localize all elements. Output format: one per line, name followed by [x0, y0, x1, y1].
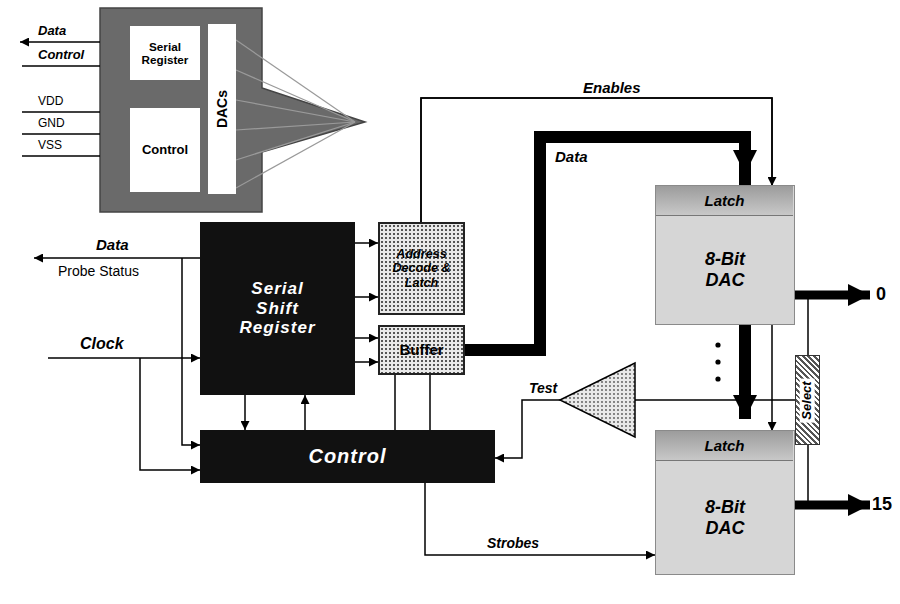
connector — [421, 98, 772, 431]
node-text: Control — [142, 143, 188, 158]
connector — [244, 395, 246, 430]
connector — [355, 242, 378, 244]
node-text: Select — [800, 378, 815, 422]
connector — [421, 98, 772, 222]
dac-box: 8-Bit DAC Latch — [655, 430, 795, 575]
probe-chip-outline — [100, 8, 365, 212]
chip-pin-lines — [20, 42, 100, 156]
signal-label: Data — [96, 236, 129, 253]
connector — [355, 361, 378, 363]
signal-label: VSS — [38, 139, 62, 153]
process-box: Serial Shift Register — [200, 222, 355, 395]
signal-label: VDD — [38, 95, 63, 109]
signal-label: Clock — [80, 335, 124, 353]
control-box: Control — [130, 108, 200, 192]
signal-label: Control — [38, 48, 84, 63]
dac-box: 8-Bit DAC Latch — [655, 185, 795, 325]
connector — [304, 395, 306, 430]
signal-label: Data — [38, 24, 66, 39]
register-box: Serial Register — [130, 26, 200, 80]
node-text: Latch — [704, 192, 744, 209]
latch-band: Latch — [656, 431, 793, 461]
latch-band: Latch — [656, 186, 793, 216]
node-text: Address Decode & Latch — [380, 247, 463, 290]
connector-label: Data — [554, 148, 589, 165]
connector — [394, 375, 396, 430]
node-text: 8-Bit DAC — [685, 497, 765, 538]
dac-fan-lines — [236, 40, 355, 188]
process-box: Address Decode & Latch — [378, 222, 465, 315]
node-text: DACs — [214, 90, 230, 128]
select-box: Select — [795, 355, 820, 445]
buffer-box: Buffer — [378, 325, 465, 375]
connector — [355, 296, 378, 298]
control-box: Control — [200, 430, 495, 483]
signal-label: 15 — [872, 494, 892, 515]
node-text: 8-Bit DAC — [685, 249, 765, 290]
node-text: Buffer — [399, 341, 443, 358]
signal-label: 0 — [876, 284, 886, 305]
node-text: Serial Shift Register — [230, 279, 325, 338]
connector — [425, 483, 655, 555]
ellipsis-dots — [715, 342, 720, 381]
dac-output-buses — [795, 295, 870, 505]
connector — [355, 337, 378, 339]
signal-label: GND — [38, 117, 65, 131]
node-text: Serial Register — [130, 40, 200, 67]
connector-label: Test — [528, 380, 558, 396]
dac-band: DACs — [208, 24, 236, 194]
external-signal-lines — [34, 258, 200, 470]
signal-label: Probe Status — [58, 263, 139, 279]
connector-label: Enables — [582, 79, 642, 96]
test-amplifier-symbol — [560, 363, 635, 437]
node-text: Control — [308, 445, 386, 468]
connector — [429, 375, 431, 430]
connector-label: Strobes — [486, 535, 540, 551]
node-text: Latch — [704, 437, 744, 454]
